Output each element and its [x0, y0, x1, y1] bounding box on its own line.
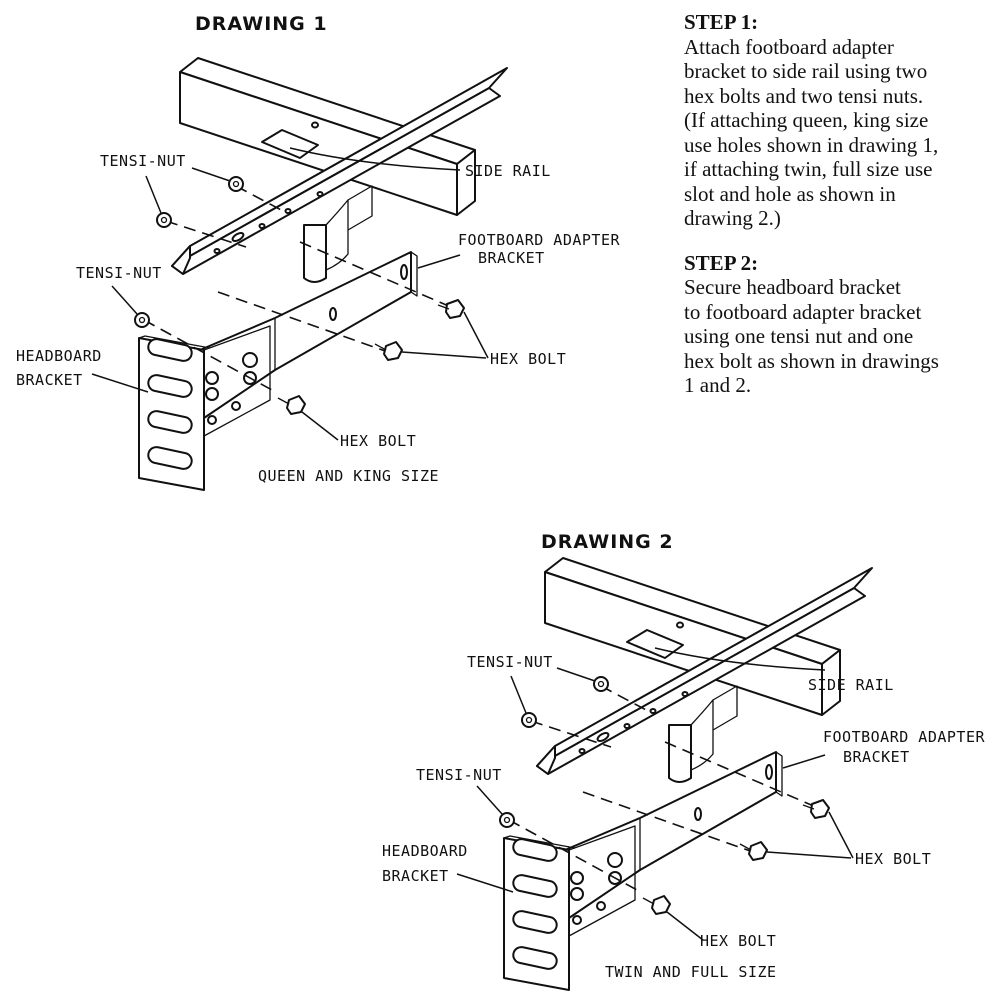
drawing-2: DRAWING 2 TENSI-NUT SIDE RAIL FOOTBOARD …	[382, 531, 985, 991]
step-1-heading: STEP 1:	[684, 10, 759, 34]
drawing-2-caption: TWIN AND FULL SIZE	[605, 963, 777, 981]
drawing-2-title: DRAWING 2	[541, 531, 674, 553]
label-headboard-line2: BRACKET	[16, 371, 83, 389]
drawing-1: DRAWING 1 TENSI-NUT SIDE RAIL FOOTBOARD …	[16, 13, 620, 491]
label-hex-bolt-bottom-2: HEX BOLT	[700, 932, 776, 950]
step-1-text: Attach footboard adapter bracket to side…	[684, 34, 939, 231]
label-tensi-nut-top-2: TENSI-NUT	[467, 653, 553, 671]
label-hex-bolt-right: HEX BOLT	[490, 350, 566, 368]
label-footboard-adapter-line2-2: BRACKET	[843, 748, 910, 766]
label-hex-bolt-bottom: HEX BOLT	[340, 432, 416, 450]
step-2-text: Secure headboard bracket to footboard ad…	[684, 275, 939, 397]
label-footboard-adapter-line1: FOOTBOARD ADAPTER	[458, 231, 620, 249]
label-tensi-nut-left-2: TENSI-NUT	[416, 766, 502, 784]
label-tensi-nut-left: TENSI-NUT	[76, 264, 162, 282]
label-tensi-nut-top: TENSI-NUT	[100, 152, 186, 170]
label-hex-bolt-right-2: HEX BOLT	[855, 850, 931, 868]
label-footboard-adapter-line1-2: FOOTBOARD ADAPTER	[823, 728, 985, 746]
drawing-1-caption: QUEEN AND KING SIZE	[258, 467, 439, 485]
label-headboard-line1: HEADBOARD	[16, 347, 102, 365]
drawing-1-title: DRAWING 1	[195, 13, 328, 35]
label-footboard-adapter-line2: BRACKET	[478, 249, 545, 267]
step-2-heading: STEP 2:	[684, 250, 759, 275]
label-side-rail: SIDE RAIL	[465, 162, 551, 180]
label-side-rail-2: SIDE RAIL	[808, 676, 894, 694]
label-headboard-line1-2: HEADBOARD	[382, 842, 468, 860]
label-headboard-line2-2: BRACKET	[382, 867, 449, 885]
instructions-panel: STEP 1: Attach footboard adapter bracket…	[684, 10, 994, 398]
